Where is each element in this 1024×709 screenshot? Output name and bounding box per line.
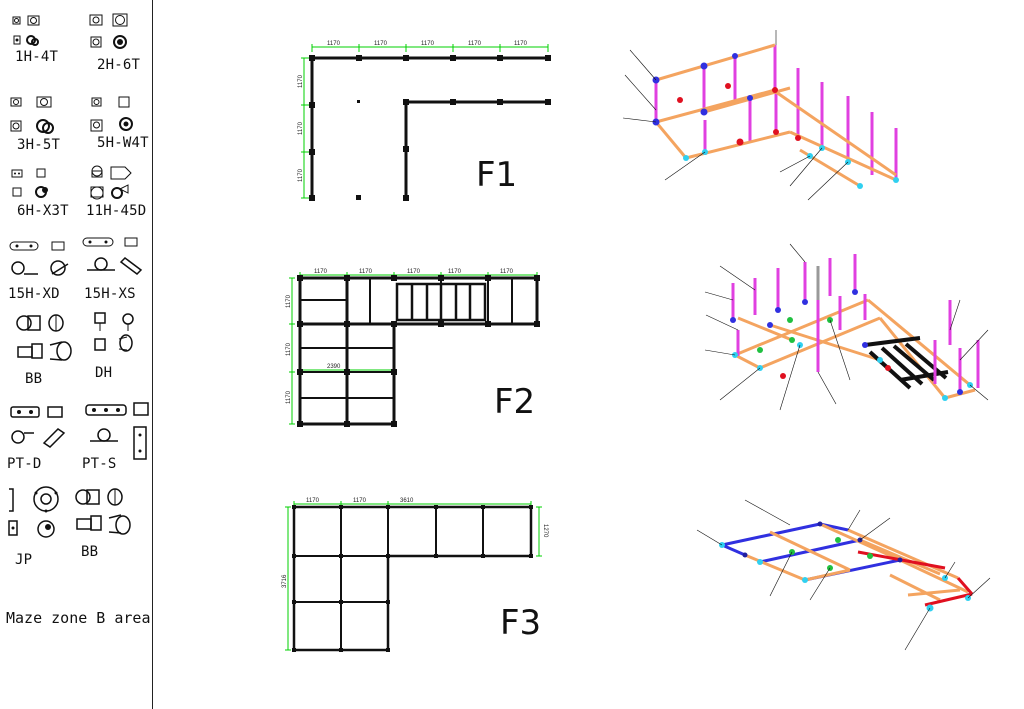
f1-iso-red-joints xyxy=(677,83,801,146)
f2-iso-posts xyxy=(731,254,980,392)
dimension-label: 1170 xyxy=(298,121,304,135)
part-label: 15H-XD xyxy=(8,286,60,302)
dimension-label: 1170 xyxy=(327,41,341,47)
dimension-label: 1170 xyxy=(306,498,320,504)
f1-joints xyxy=(309,55,551,201)
dimension-label: 1170 xyxy=(353,498,367,504)
part-label: 2H-6T xyxy=(97,57,141,73)
dimension-label: 1170 xyxy=(286,342,292,356)
dimension-label: 1170 xyxy=(421,41,435,47)
f2-plan-view: 1170 1170 1170 1170 1170 1170 1170 1170 … xyxy=(286,269,540,427)
dimension-label: 1170 xyxy=(448,269,462,275)
dimension-label: 1170 xyxy=(514,41,528,47)
part-3h-5t-icon xyxy=(10,96,54,134)
f2-iso-green-joints xyxy=(757,317,833,353)
part-label: PT-S xyxy=(82,456,117,472)
f3-isometric-view xyxy=(696,499,991,651)
part-bb-icon xyxy=(16,314,72,361)
dimension-label: 2390 xyxy=(327,364,341,370)
dimension-label: 1170 xyxy=(298,168,304,182)
f1-iso-blue-joints xyxy=(652,53,753,126)
parts-legend-panel: 1H-4T 2H-6T 3H-5T 5H-W4T 6H-X3T 11H-45D xyxy=(0,0,153,709)
part-1h-4t-icon xyxy=(12,15,40,46)
f1-plan-view: 1170 1170 1170 1170 1170 1170 1170 1170 … xyxy=(298,41,551,201)
part-2h-6t-icon xyxy=(89,13,128,49)
floor-label-f2: F2 xyxy=(494,382,535,422)
drawing-canvas: 1170 1170 1170 1170 1170 1170 1170 1170 … xyxy=(282,30,991,652)
dimension-label: 1170 xyxy=(286,294,292,308)
part-15h-xs-icon xyxy=(82,237,143,275)
f2-iso-frame xyxy=(734,298,976,400)
part-label: PT-D xyxy=(7,456,42,472)
part-6h-x3t-icon xyxy=(11,168,48,198)
dimension-label: 1270 xyxy=(542,524,548,538)
dimension-label: 1170 xyxy=(314,269,328,275)
f3-joints xyxy=(292,505,533,652)
part-label: 6H-X3T xyxy=(17,203,69,219)
part-dh-icon xyxy=(94,312,134,352)
part-label: 15H-XS xyxy=(84,286,136,302)
dimension-label: 1170 xyxy=(374,41,388,47)
part-5h-w4t-icon xyxy=(90,96,133,132)
floor-label-f3: F3 xyxy=(500,603,541,643)
part-pt-s-icon xyxy=(85,402,149,460)
dimension-label: 1170 xyxy=(359,269,373,275)
part-jp-icon xyxy=(8,486,59,538)
floor-label-f1: F1 xyxy=(476,155,517,195)
f1-iso-callouts xyxy=(622,30,849,201)
part-bb-icon xyxy=(75,488,131,535)
part-label: BB xyxy=(81,544,99,560)
dimension-label: 1170 xyxy=(298,74,304,88)
part-15h-xd-icon xyxy=(9,241,69,276)
part-11h-45d-icon xyxy=(90,165,132,200)
part-label: 3H-5T xyxy=(17,137,61,153)
f2-iso-red-joints xyxy=(780,365,891,379)
part-label: BB xyxy=(25,371,43,387)
f2-iso-callouts xyxy=(704,243,989,411)
part-label: 5H-W4T xyxy=(97,135,149,151)
part-label: 1H-4T xyxy=(15,49,59,65)
f2-joints xyxy=(297,275,540,427)
f1-iso-posts xyxy=(654,45,898,180)
f2-isometric-view xyxy=(704,243,989,411)
dimension-label: 3610 xyxy=(400,498,414,504)
dimension-label: 1170 xyxy=(468,41,482,47)
part-label: JP xyxy=(15,552,33,568)
f3-iso-callouts xyxy=(696,499,991,651)
dimension-label: 3716 xyxy=(282,574,288,588)
area-title: Maze zone B area xyxy=(6,609,151,627)
dimension-label: 1170 xyxy=(500,269,514,275)
part-label: 11H-45D xyxy=(86,203,147,219)
dimension-label: 1170 xyxy=(286,390,292,404)
f2-iso-blue-joints xyxy=(730,289,963,395)
f3-plan-view: 1170 1170 3610 1270 3716 F3 xyxy=(282,498,548,652)
f3-frame xyxy=(292,505,533,652)
dimension-label: 1170 xyxy=(407,269,421,275)
part-label: DH xyxy=(95,365,113,381)
f2-ladder-grid xyxy=(395,282,487,322)
part-pt-d-icon xyxy=(10,406,66,448)
f1-dimension-lines xyxy=(301,44,549,199)
f3-iso-orange-tubes xyxy=(744,522,969,602)
f1-isometric-view xyxy=(622,30,899,201)
